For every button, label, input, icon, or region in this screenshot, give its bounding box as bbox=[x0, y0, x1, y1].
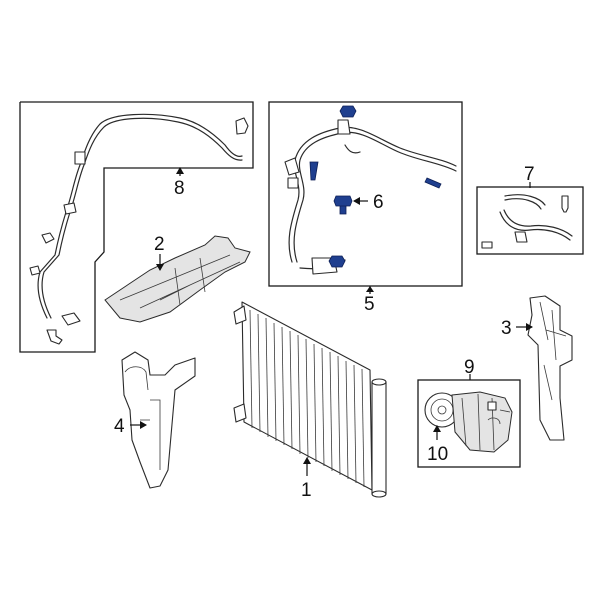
condenser-bracket-side bbox=[233, 403, 247, 423]
hose-clamp-lower bbox=[287, 177, 299, 189]
small-hose-bolt-left bbox=[481, 241, 493, 249]
suction-hose bbox=[299, 144, 361, 270]
condenser-fins bbox=[249, 309, 365, 488]
arrow-1 bbox=[303, 457, 311, 464]
arrow-4 bbox=[140, 421, 147, 429]
liquid-line-group: 8 bbox=[19, 101, 254, 353]
left-side-seal bbox=[121, 351, 196, 489]
small-hose-tube bbox=[499, 194, 571, 241]
callout-3: 3 bbox=[501, 318, 512, 339]
condenser-group: 1 bbox=[233, 301, 387, 501]
arrow-10 bbox=[433, 425, 441, 432]
air-deflector bbox=[104, 235, 251, 323]
compressor-body bbox=[451, 391, 513, 453]
hose-clamp-upper bbox=[337, 119, 351, 135]
right-side-seal-detail bbox=[539, 301, 567, 401]
condenser-drier-cap-bottom bbox=[371, 490, 387, 498]
valve-fitting bbox=[333, 195, 353, 215]
arrow-8 bbox=[176, 167, 184, 174]
liquid-line-tube-inner bbox=[41, 117, 243, 319]
liquid-line-fitting-top bbox=[235, 117, 249, 135]
liquid-line-fitting-low bbox=[29, 265, 41, 276]
callout-1: 1 bbox=[301, 480, 312, 501]
compressor-pulley-hub bbox=[437, 405, 447, 415]
condenser-drier-cap-top bbox=[371, 378, 387, 386]
valve-fitting-group: 6 bbox=[333, 192, 384, 215]
small-hose-group: 7 bbox=[476, 164, 584, 255]
small-hose-fitting bbox=[514, 231, 528, 243]
compressor-fitting bbox=[487, 401, 497, 411]
liquid-line-bolt-bottom bbox=[46, 329, 63, 345]
liquid-line-tube bbox=[37, 113, 243, 319]
hose-fitting-left bbox=[284, 157, 300, 176]
arrow-2 bbox=[156, 264, 164, 271]
arrow-6 bbox=[353, 197, 360, 205]
callout-9: 9 bbox=[464, 357, 475, 378]
condenser-receiver-drier bbox=[371, 381, 387, 495]
liquid-line-bolt-left bbox=[41, 232, 55, 244]
compressor-group: 9 10 bbox=[417, 357, 521, 468]
liquid-line-clip-upper bbox=[74, 151, 86, 165]
hose-bolt-left bbox=[309, 161, 319, 181]
small-hose-bolt-top bbox=[561, 195, 569, 213]
arrow-3 bbox=[526, 323, 533, 331]
condenser-bracket-top bbox=[233, 305, 247, 325]
callout-8: 8 bbox=[174, 178, 185, 199]
callout-6: 6 bbox=[373, 192, 384, 213]
left-seal-group: 4 bbox=[114, 351, 196, 489]
callout-10: 10 bbox=[427, 444, 448, 465]
hose-bolt-right bbox=[424, 177, 442, 189]
liquid-line-box bbox=[19, 101, 254, 353]
hose-assembly-group: 5 bbox=[268, 101, 463, 315]
callout-5: 5 bbox=[364, 294, 375, 315]
right-side-seal bbox=[527, 295, 573, 441]
callout-4: 4 bbox=[114, 416, 125, 437]
compressor-body-detail bbox=[461, 393, 511, 451]
air-deflector-group: 2 bbox=[104, 234, 251, 323]
left-side-seal-detail bbox=[124, 366, 161, 470]
right-seal-group: 3 bbox=[501, 295, 573, 441]
discharge-hose-inner bbox=[293, 131, 457, 263]
compressor-box bbox=[417, 379, 521, 468]
callout-7: 7 bbox=[524, 164, 535, 185]
liquid-line-clip-mid bbox=[63, 202, 77, 215]
small-hose-tube-2 bbox=[503, 198, 573, 237]
arrow-5 bbox=[366, 286, 374, 292]
discharge-hose bbox=[288, 126, 457, 263]
liquid-line-end-fitting bbox=[61, 312, 81, 326]
callout-2: 2 bbox=[154, 234, 165, 255]
hose-nut-bottom bbox=[328, 255, 346, 268]
hose-assembly-box bbox=[268, 101, 463, 287]
hose-nut-top bbox=[339, 105, 357, 118]
air-deflector-ribs bbox=[119, 254, 241, 309]
